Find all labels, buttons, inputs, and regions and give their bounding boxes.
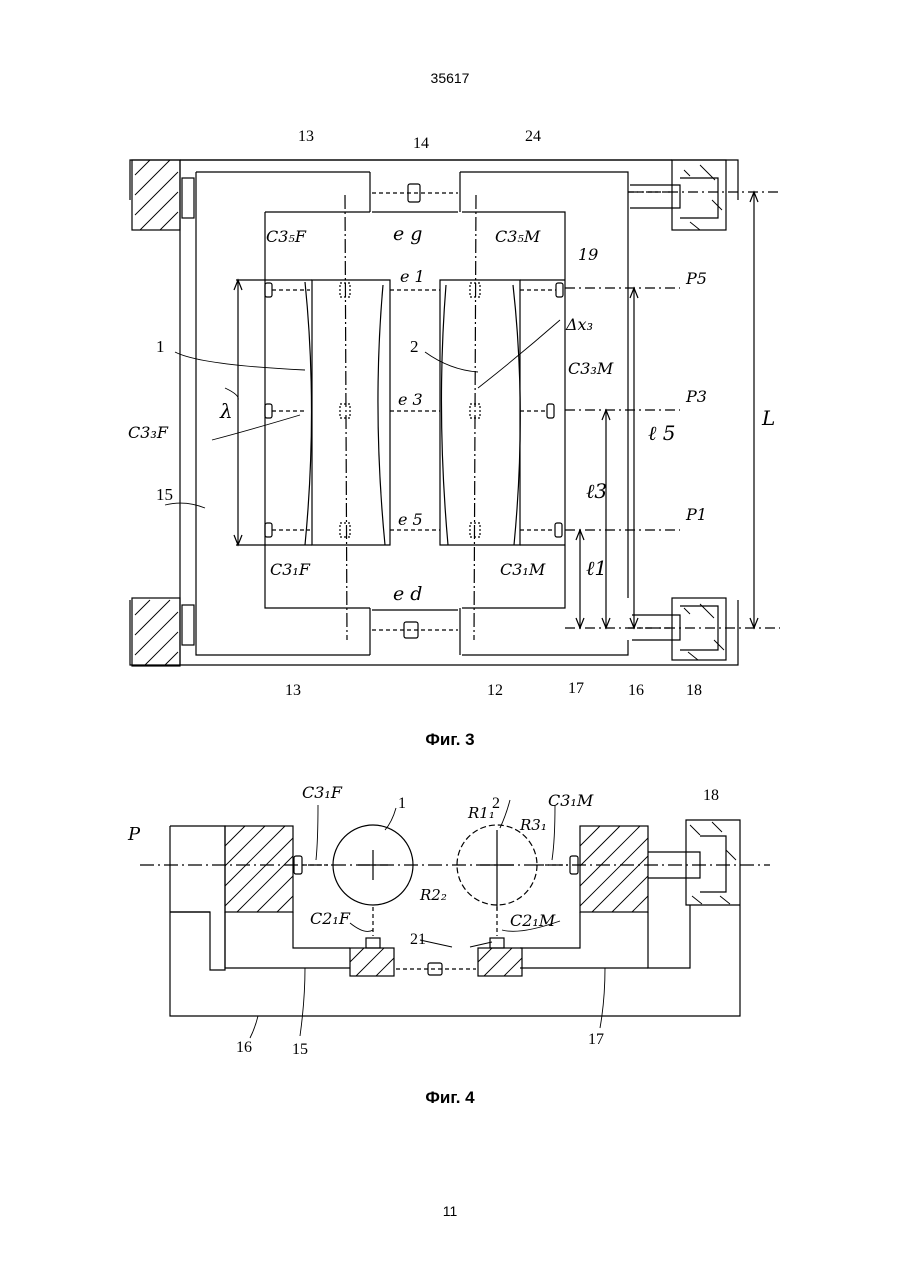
left-hatched-block — [225, 826, 293, 912]
label-2: 2 — [410, 337, 419, 356]
bottom-block-right — [478, 948, 522, 976]
label-eg: e g — [393, 223, 422, 245]
cylinder-18 — [648, 836, 726, 892]
label-13-top: 13 — [298, 128, 314, 145]
bottom-block-hatch — [350, 948, 522, 976]
label-dx3: Δx₃ — [565, 315, 593, 334]
label-18: 18 — [686, 682, 702, 699]
frame-16-fig4-left — [170, 826, 225, 970]
fig4-label-15: 15 — [292, 1041, 308, 1058]
fig4-label-16: 16 — [236, 1039, 252, 1056]
frame-17 — [462, 640, 628, 655]
gap-arrows — [272, 290, 556, 530]
right-hatched-block — [580, 826, 648, 912]
label-p3: P3 — [685, 387, 707, 406]
fig4-label-18: 18 — [703, 787, 719, 804]
fig4-leader-16 — [250, 1016, 258, 1038]
left-block-pads — [182, 178, 194, 218]
bottom-block-left — [350, 948, 394, 976]
label-lambda: λ — [219, 399, 233, 423]
label-12: 12 — [487, 682, 503, 699]
sensor-c21f — [366, 938, 380, 948]
cylinder-hatch — [684, 165, 724, 660]
fig4-label-1: 1 — [398, 795, 406, 812]
sensor-c21m — [490, 938, 504, 948]
carrier-12-inner — [462, 212, 565, 608]
fig4-label-p: P — [127, 824, 141, 845]
label-c33f: C3₃F — [128, 423, 169, 442]
cylinder-top-piston — [630, 178, 718, 218]
label-24: 24 — [525, 128, 541, 145]
left-block-bottom — [132, 598, 180, 666]
fig4-leader-15 — [300, 968, 305, 1036]
sensor-markers — [265, 283, 563, 537]
carrier-24 — [460, 172, 628, 598]
fig4-label-21: 21 — [410, 931, 426, 948]
label-l3: ℓ3 — [586, 479, 607, 503]
fig4-label-r31: R3₁ — [519, 816, 547, 834]
fig4-label-c21m: C2₁M — [510, 911, 556, 930]
figure-4-caption: Фиг. 4 — [0, 1088, 900, 1108]
label-1: 1 — [156, 337, 165, 356]
label-e3: e 3 — [398, 390, 423, 409]
label-l1: ℓ1 — [586, 556, 607, 580]
fig4-label-c21f: C2₁F — [310, 909, 351, 928]
label-p5: P5 — [685, 269, 707, 288]
fig4-label-r22: R2₂ — [419, 886, 447, 904]
left-block-pads-bottom — [182, 605, 194, 645]
plate-1 — [236, 195, 390, 640]
label-15: 15 — [156, 485, 173, 504]
left-block-hatch — [135, 160, 178, 665]
label-l5: ℓ 5 — [648, 421, 675, 445]
label-c35m: C3₅M — [495, 227, 541, 246]
fig4-label-c31m: C3₁M — [548, 791, 594, 810]
bar-2-center — [480, 830, 514, 910]
label-ed: e d — [393, 583, 422, 605]
right-hatched-lines — [580, 826, 648, 912]
figure-3-labels: 13 14 24 e g C3₅F C3₅M 19 e 1 P5 Δx₃ 1 2… — [128, 128, 775, 699]
label-c35f: C3₅F — [266, 227, 307, 246]
label-L: L — [761, 406, 775, 430]
page-number: 11 — [0, 1203, 900, 1219]
left-hatched-lines — [225, 826, 293, 912]
label-16: 16 — [628, 682, 644, 699]
fig4-label-r11: R1₁ — [467, 804, 495, 822]
figure-4-drawing — [140, 800, 770, 1016]
fig4-label-17: 17 — [588, 1031, 604, 1048]
label-e5: e 5 — [398, 510, 423, 529]
label-19: 19 — [578, 245, 598, 264]
label-c31f: C3₁F — [270, 560, 311, 579]
figure-3-caption: Фиг. 3 — [0, 730, 900, 750]
label-17: 17 — [568, 680, 584, 697]
fig4-label-c31f: C3₁F — [302, 783, 343, 802]
frame-16-inner — [180, 160, 672, 665]
fig4-leader-17 — [600, 968, 605, 1028]
label-c33m: C3₃M — [568, 359, 614, 378]
label-13-bottom: 13 — [285, 682, 301, 699]
label-e1: e 1 — [400, 267, 425, 286]
label-p1: P1 — [685, 505, 707, 524]
label-14: 14 — [413, 135, 429, 152]
frame-16-fig4 — [170, 820, 740, 1016]
carrier-13 — [265, 212, 370, 608]
figure-4-labels: 2 18 C3₁F 1 R1₁ R3₁ C3₁M P R2₂ C2₁F C2₁M… — [127, 783, 719, 1058]
label-c31m: C3₁M — [500, 560, 546, 579]
dim-lambda — [234, 280, 242, 545]
